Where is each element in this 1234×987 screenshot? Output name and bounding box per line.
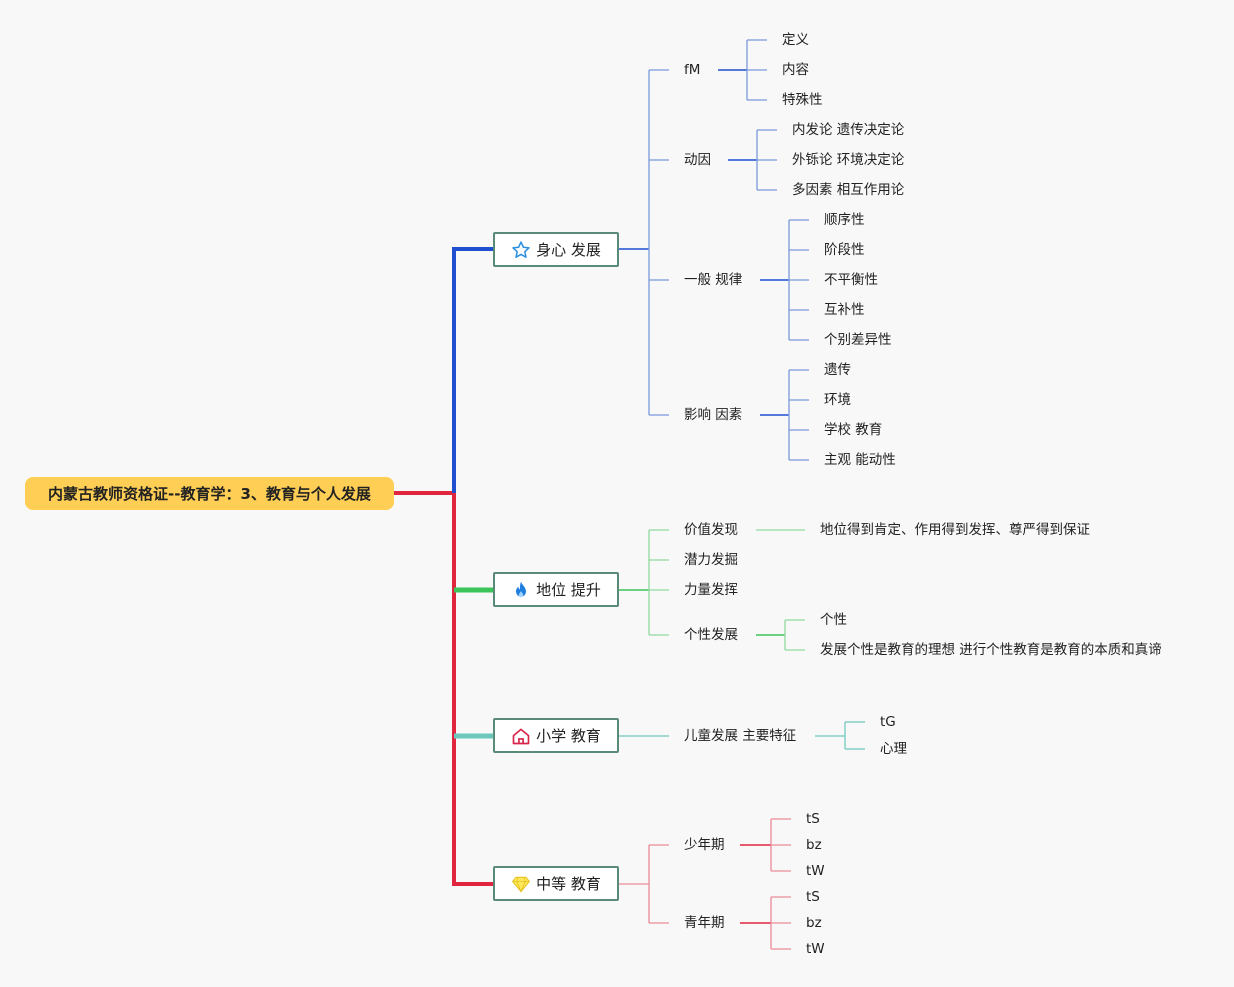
- topic-definition[interactable]: 定义: [782, 32, 809, 48]
- root-topic[interactable]: 内蒙古教师资格证--教育学：3、教育与个人发展: [25, 477, 394, 510]
- branch-primary-education[interactable]: 小学 教育: [493, 718, 619, 753]
- topic-multifactor-theory[interactable]: 多因素 相互作用论: [792, 182, 905, 198]
- topic-youth-period[interactable]: 青年期: [684, 915, 725, 931]
- diamond-icon: [511, 874, 531, 894]
- topic-heredity[interactable]: 遗传: [824, 362, 851, 378]
- topic-individual-difference[interactable]: 个别差异性: [824, 332, 892, 348]
- topic-psychology[interactable]: 心理: [880, 741, 907, 757]
- topic-personality-development[interactable]: 个性发展: [684, 627, 738, 643]
- topic-child-development-features[interactable]: 儿童发展 主要特征: [684, 728, 797, 744]
- topic-strength-exertion[interactable]: 力量发挥: [684, 582, 738, 598]
- topic-subjective-initiative[interactable]: 主观 能动性: [824, 452, 896, 468]
- topic-juvenile-ts[interactable]: tS: [806, 811, 820, 827]
- topic-imbalance[interactable]: 不平衡性: [824, 272, 878, 288]
- topic-general-rules[interactable]: 一般 规律: [684, 272, 743, 288]
- topic-juvenile-tw[interactable]: tW: [806, 863, 825, 879]
- topic-content[interactable]: 内容: [782, 62, 809, 78]
- topic-personality-education[interactable]: 发展个性是教育的理想 进行个性教育是教育的本质和真谛: [820, 642, 1162, 658]
- star-icon: [511, 240, 531, 260]
- topic-youth-bz[interactable]: bz: [806, 915, 822, 931]
- root-topic-label: 内蒙古教师资格证--教育学：3、教育与个人发展: [48, 485, 371, 503]
- topic-environment[interactable]: 环境: [824, 392, 851, 408]
- topic-body[interactable]: tG: [880, 714, 896, 730]
- branch-secondary-education[interactable]: 中等 教育: [493, 866, 619, 901]
- branch-label: 中等 教育: [536, 875, 601, 893]
- house-icon: [511, 726, 531, 746]
- connector-root-trunk: [394, 491, 493, 886]
- topic-external-theory[interactable]: 外铄论 环境决定论: [792, 152, 905, 168]
- topic-personality[interactable]: 个性: [820, 612, 847, 628]
- topic-value-detail[interactable]: 地位得到肯定、作用得到发挥、尊严得到保证: [820, 522, 1090, 538]
- branch-physical-mental-development[interactable]: 身心 发展: [493, 232, 619, 267]
- branch-label: 小学 教育: [536, 727, 601, 745]
- branch-status-improvement[interactable]: 地位 提升: [493, 572, 619, 607]
- topic-juvenile-period[interactable]: 少年期: [684, 837, 725, 853]
- topic-value-discovery[interactable]: 价值发现: [684, 522, 738, 538]
- topic-motive-cause[interactable]: 动因: [684, 152, 711, 168]
- topic-juvenile-bz[interactable]: bz: [806, 837, 822, 853]
- branch-label: 地位 提升: [536, 581, 601, 599]
- topic-potential-exploration[interactable]: 潜力发掘: [684, 552, 738, 568]
- topic-influence-factors[interactable]: 影响 因素: [684, 407, 743, 423]
- topic-school-education[interactable]: 学校 教育: [824, 422, 883, 438]
- topic-meaning[interactable]: fM: [684, 62, 701, 78]
- topic-sequence[interactable]: 顺序性: [824, 212, 865, 228]
- topic-youth-ts[interactable]: tS: [806, 889, 820, 905]
- topic-youth-tw[interactable]: tW: [806, 941, 825, 957]
- topic-stage[interactable]: 阶段性: [824, 242, 865, 258]
- topic-particularity[interactable]: 特殊性: [782, 92, 823, 108]
- flame-icon: [511, 580, 531, 600]
- topic-complementarity[interactable]: 互补性: [824, 302, 865, 318]
- branch-label: 身心 发展: [536, 241, 601, 259]
- topic-internal-theory[interactable]: 内发论 遗传决定论: [792, 122, 905, 138]
- connector-root-branch-1: [452, 247, 493, 493]
